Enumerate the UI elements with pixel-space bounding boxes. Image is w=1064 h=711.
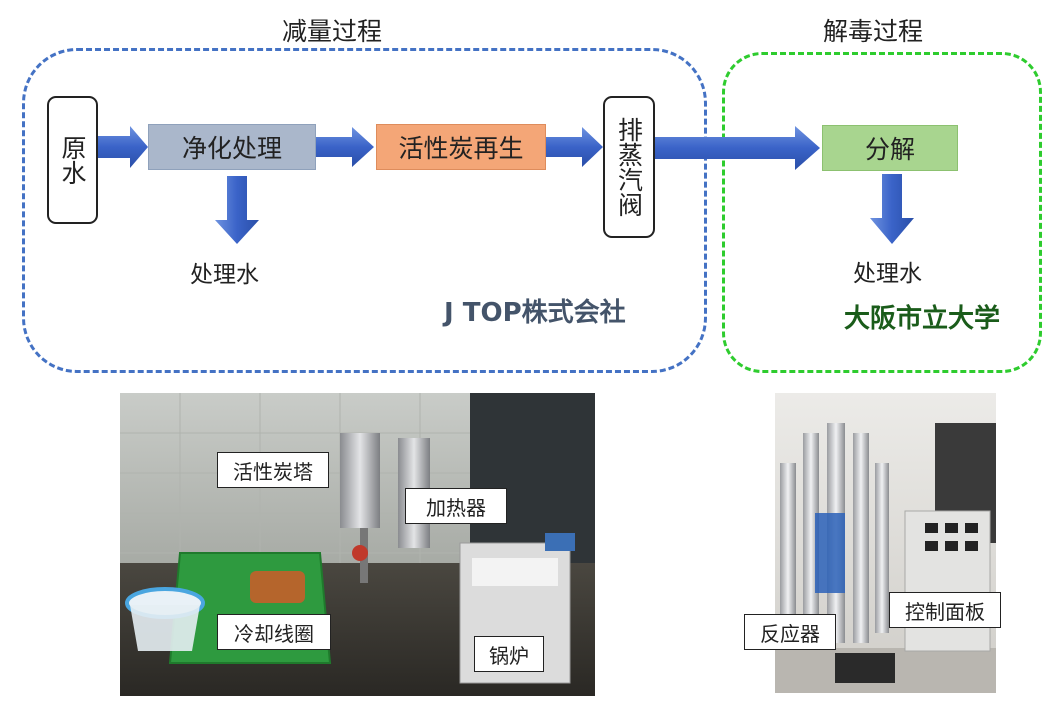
callout-carbon-tower: 活性炭塔	[217, 452, 329, 488]
carbon-regen-step-box: 活性炭再生	[376, 124, 546, 170]
raw-water-label: 原水	[58, 135, 87, 185]
arrow-purify-down	[215, 176, 259, 244]
steam-valve-box: 排蒸汽阀	[603, 96, 655, 238]
carbon-regen-step-label: 活性炭再生	[398, 134, 524, 163]
decompose-step-label: 分解	[864, 135, 915, 164]
decompose-step-box: 分解	[822, 125, 958, 171]
arrow-purify-to-regen	[316, 127, 374, 167]
arrow-raw-to-purify	[98, 126, 148, 168]
callout-cooling-coil: 冷却线圈	[217, 614, 331, 650]
detox-process-group	[722, 52, 1042, 373]
raw-water-box: 原水	[47, 96, 98, 224]
detox-process-title: 解毒过程	[823, 17, 924, 46]
treated-water-label-2: 处理水	[853, 261, 922, 287]
callout-control-panel: 控制面板	[889, 592, 1001, 628]
reduction-process-group	[22, 48, 707, 373]
callout-heater: 加热器	[405, 488, 507, 524]
purify-step-label: 净化处理	[181, 134, 282, 163]
treated-water-label-1: 处理水	[190, 262, 259, 288]
arrow-regen-to-valve	[546, 127, 603, 167]
arrow-decompose-down	[870, 174, 914, 244]
callout-boiler: 锅炉	[474, 636, 544, 672]
steam-valve-label: 排蒸汽阀	[614, 117, 644, 217]
purify-step-box: 净化处理	[148, 124, 316, 170]
arrow-valve-to-decompose	[655, 126, 820, 170]
callout-reactor: 反应器	[744, 614, 836, 650]
osaka-city-university-label: 大阪市立大学	[844, 304, 1001, 334]
jtop-company-label: J TOP株式会社	[444, 298, 626, 328]
reduction-process-title: 减量过程	[282, 17, 383, 46]
